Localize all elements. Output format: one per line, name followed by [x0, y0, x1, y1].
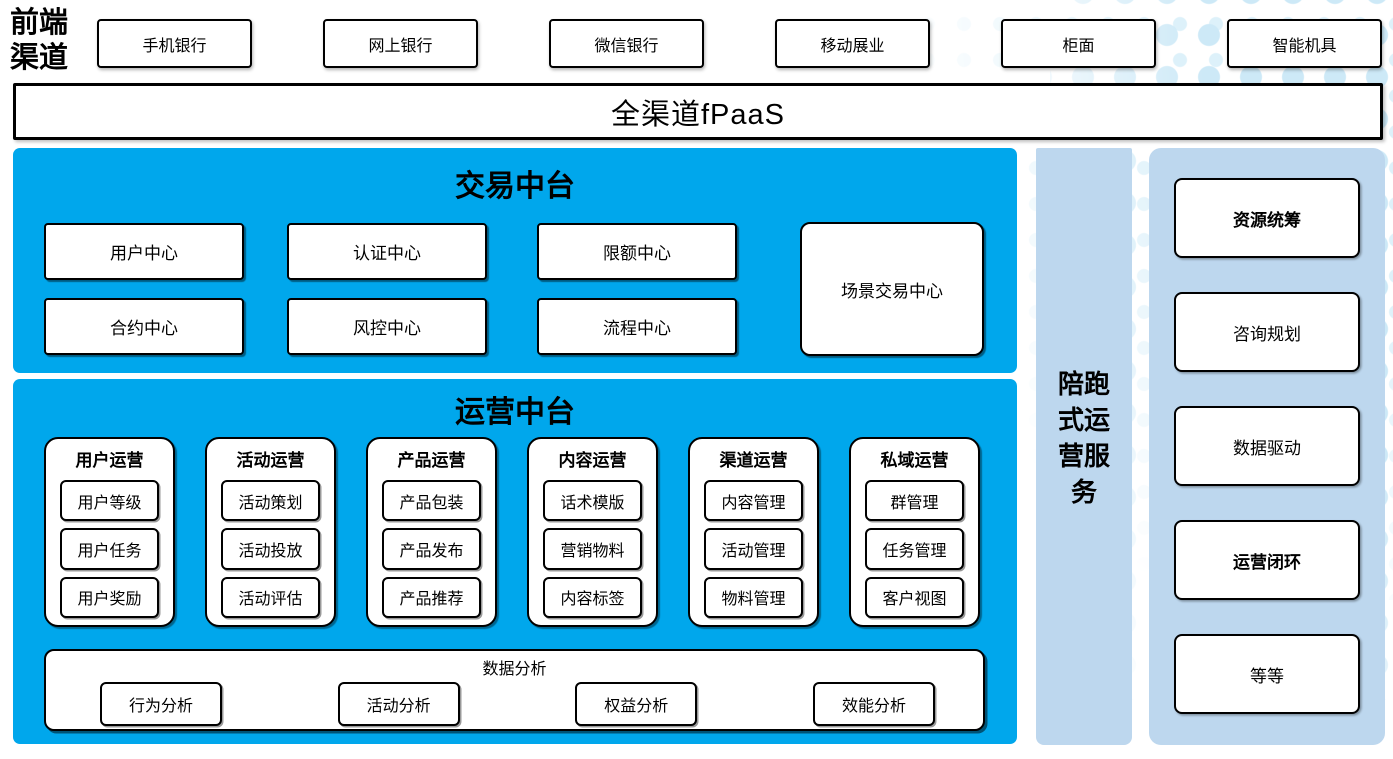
side-service-label: 陪跑式运营服务 — [1057, 369, 1110, 507]
ops-item: 活动投放 — [221, 528, 320, 570]
trade-box-scene-trade-center: 场景交易中心 — [800, 222, 984, 356]
analysis-box-efficiency: 效能分析 — [812, 682, 935, 726]
ops-item: 话术模版 — [543, 480, 642, 522]
trade-platform-block: 交易中台 用户中心 认证中心 限额中心 合约中心 风控中心 流程中心 场景交易中… — [13, 148, 1017, 373]
fpaas-bar: 全渠道fPaaS — [13, 83, 1383, 140]
trade-box-risk-center: 风控中心 — [287, 298, 487, 355]
trade-box-process-center: 流程中心 — [537, 298, 737, 355]
ops-item: 用户奖励 — [60, 576, 159, 618]
ops-column-title: 用户运营 — [75, 451, 144, 470]
side-service-strip: 陪跑式运营服务 — [1036, 148, 1132, 745]
ops-column-product: 产品运营 产品包装 产品发布 产品推荐 — [366, 437, 497, 627]
ops-column-title: 产品运营 — [397, 451, 466, 470]
trade-box-contract-center: 合约中心 — [44, 298, 244, 355]
ops-column-channel: 渠道运营 内容管理 活动管理 物料管理 — [688, 437, 819, 627]
trade-platform-title: 交易中台 — [455, 170, 575, 203]
ops-item: 产品发布 — [382, 528, 481, 570]
ops-column-title: 私域运营 — [880, 451, 949, 470]
ops-column-private-domain: 私域运营 群管理 任务管理 客户视图 — [849, 437, 980, 627]
ops-column-activity: 活动运营 活动策划 活动投放 活动评估 — [205, 437, 336, 627]
ops-item: 产品包装 — [382, 480, 481, 522]
ops-item: 活动管理 — [704, 528, 803, 570]
ops-item: 客户视图 — [865, 576, 964, 618]
ops-platform-block: 运营中台 用户运营 用户等级 用户任务 用户奖励 活动运营 活动策划 活动投放 … — [13, 379, 1017, 744]
ops-item: 活动策划 — [221, 480, 320, 522]
channel-box-online-banking: 网上银行 — [323, 19, 478, 68]
trade-box-user-center: 用户中心 — [44, 223, 244, 280]
ops-columns-row: 用户运营 用户等级 用户任务 用户奖励 活动运营 活动策划 活动投放 活动评估 … — [44, 437, 980, 627]
ops-column-title: 内容运营 — [558, 451, 627, 470]
ops-column-title: 活动运营 — [236, 451, 305, 470]
data-analysis-box: 数据分析 行为分析 活动分析 权益分析 效能分析 — [44, 649, 985, 731]
ops-platform-title: 运营中台 — [455, 396, 575, 429]
channel-box-mobile-banking: 手机银行 — [97, 19, 252, 68]
panel-box-resource-planning: 资源统筹 — [1174, 178, 1360, 258]
ops-column-content: 内容运营 话术模版 营销物料 内容标签 — [527, 437, 658, 627]
analysis-box-activity: 活动分析 — [337, 682, 460, 726]
ops-item: 物料管理 — [704, 576, 803, 618]
ops-item: 群管理 — [865, 480, 964, 522]
ops-item: 用户任务 — [60, 528, 159, 570]
ops-item: 产品推荐 — [382, 576, 481, 618]
trade-box-auth-center: 认证中心 — [287, 223, 487, 280]
data-analysis-row: 行为分析 活动分析 权益分析 效能分析 — [46, 679, 983, 726]
ops-item: 内容标签 — [543, 576, 642, 618]
ops-item: 活动评估 — [221, 576, 320, 618]
analysis-box-behavior: 行为分析 — [100, 682, 222, 726]
ops-column-title: 渠道运营 — [719, 451, 788, 470]
front-channels-label: 前端渠道 — [10, 7, 69, 74]
ops-item: 用户等级 — [60, 480, 159, 522]
panel-box-consulting-planning: 咨询规划 — [1174, 292, 1360, 372]
analysis-box-rights: 权益分析 — [575, 682, 698, 726]
trade-box-limit-center: 限额中心 — [537, 223, 737, 280]
right-service-panel: 资源统筹 咨询规划 数据驱动 运营闭环 等等 — [1149, 148, 1385, 745]
ops-item: 营销物料 — [543, 528, 642, 570]
ops-column-user: 用户运营 用户等级 用户任务 用户奖励 — [44, 437, 175, 627]
front-channels-row: 手机银行 网上银行 微信银行 移动展业 柜面 智能机具 — [97, 19, 1382, 68]
channel-box-smart-devices: 智能机具 — [1227, 19, 1382, 68]
panel-box-etc: 等等 — [1174, 634, 1360, 714]
data-analysis-title: 数据分析 — [482, 661, 547, 678]
channel-box-wechat-banking: 微信银行 — [549, 19, 704, 68]
channel-box-mobile-sales: 移动展业 — [775, 19, 930, 68]
panel-box-ops-closed-loop: 运营闭环 — [1174, 520, 1360, 600]
panel-box-data-driven: 数据驱动 — [1174, 406, 1360, 486]
ops-item: 内容管理 — [704, 480, 803, 522]
ops-item: 任务管理 — [865, 528, 964, 570]
channel-box-counter: 柜面 — [1001, 19, 1156, 68]
